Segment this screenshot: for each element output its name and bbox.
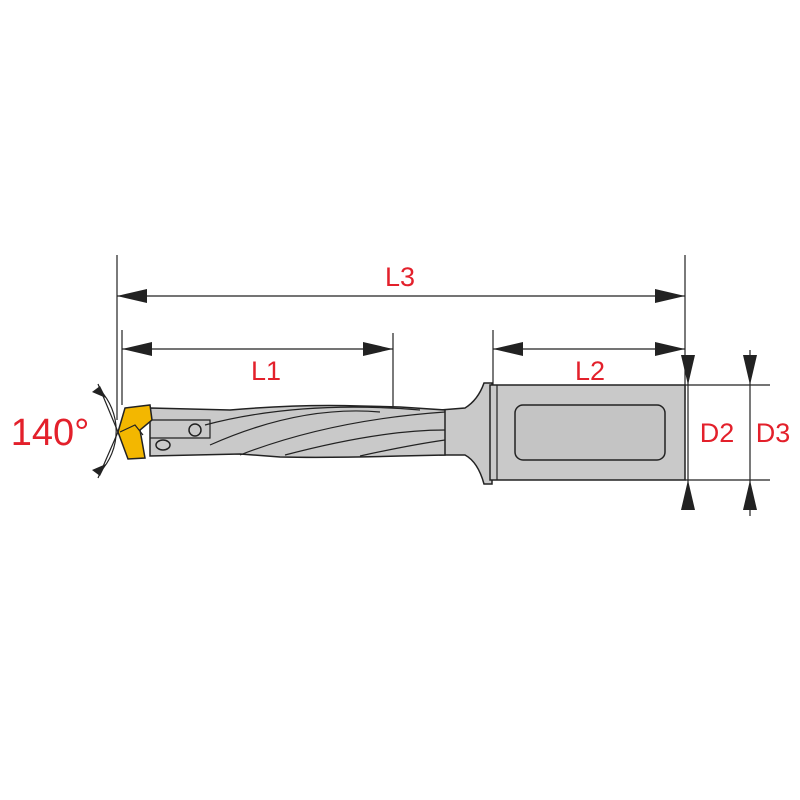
dimension-angle: 140°: [11, 383, 119, 479]
label-l2: L2: [575, 356, 605, 386]
label-d2: D2: [700, 418, 735, 448]
dimension-l3: L3: [117, 262, 685, 303]
fluted-body: [149, 404, 446, 459]
label-angle: 140°: [11, 412, 90, 454]
dimension-l2: L2: [493, 342, 685, 386]
label-l3: L3: [385, 262, 415, 292]
label-d3: D3: [756, 418, 791, 448]
dimension-d2: D2: [681, 355, 735, 510]
shank-neck: [439, 382, 493, 485]
drill: [117, 382, 686, 485]
insert: [117, 404, 153, 460]
dimension-l1: L1: [122, 342, 393, 386]
label-l1: L1: [251, 356, 281, 386]
dimension-d3: D3: [743, 350, 791, 516]
shank-flat: [514, 404, 666, 461]
screw-hole: [155, 439, 171, 451]
coolant-hole: [188, 423, 202, 437]
